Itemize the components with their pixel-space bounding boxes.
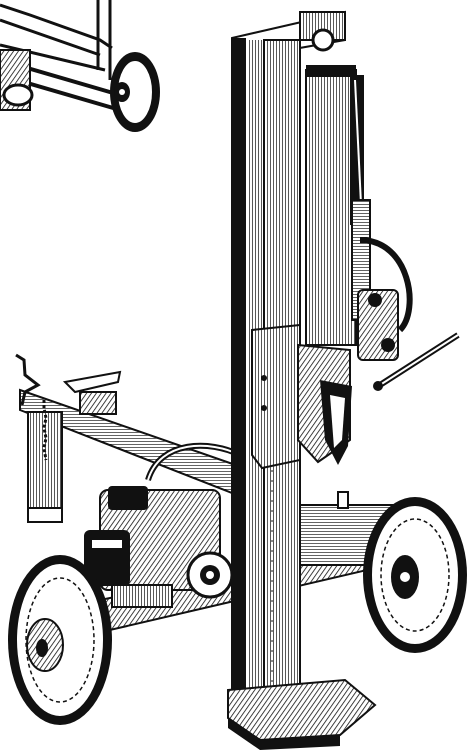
right-wheel (363, 497, 467, 653)
splitting-wedge (251, 323, 352, 470)
left-wheel (8, 555, 112, 725)
pump (186, 551, 234, 599)
inset-wheel-detail (0, 0, 165, 140)
control-valve-lever (357, 237, 460, 391)
tongue-jack (15, 353, 122, 415)
foot-plate (227, 678, 377, 750)
hydraulic-hose (145, 442, 242, 482)
safety-chain (42, 400, 48, 461)
engine (84, 486, 221, 608)
